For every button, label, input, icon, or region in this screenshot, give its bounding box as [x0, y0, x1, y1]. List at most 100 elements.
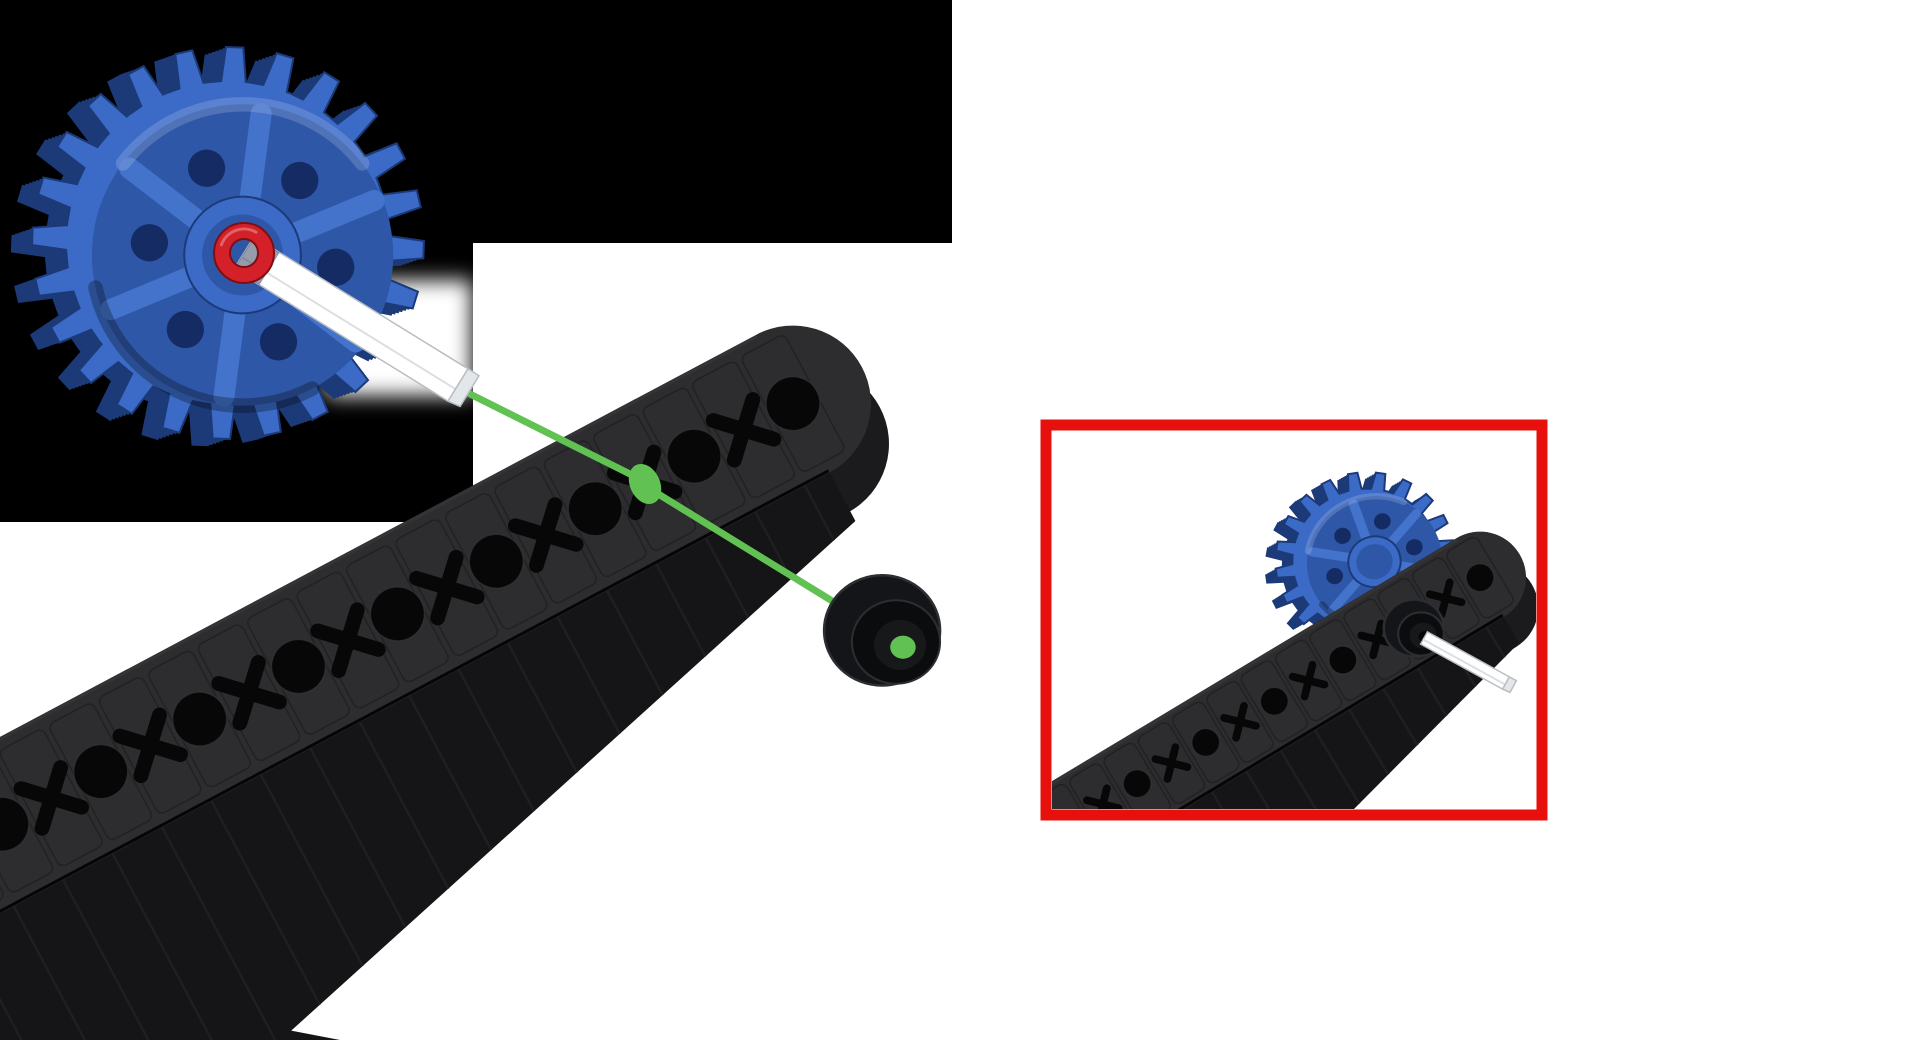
- bushing-ring: [212, 222, 276, 284]
- beam-hole-rim: [912, 888, 950, 926]
- beam-cell-groove: [862, 885, 933, 970]
- gear-spoke: [1328, 573, 1365, 615]
- inset-scene: [739, 471, 1536, 1040]
- beam-round-hole: [1191, 728, 1220, 757]
- beam-side-rib: [972, 936, 1068, 1040]
- beam-cell-groove: [1206, 680, 1274, 763]
- beam-x-hole: [957, 866, 974, 907]
- beam-x-hole: [808, 960, 849, 977]
- beam-x-hole: [739, 1002, 780, 1019]
- beam-x-hole-center: [1235, 717, 1245, 727]
- beam-side-rib: [1416, 667, 1448, 717]
- beam-hole-rim: [765, 375, 821, 432]
- beam-side-rib: [309, 747, 407, 928]
- beam-hole-rim: [844, 929, 882, 967]
- gear-hub-inner: [1356, 544, 1393, 580]
- beam-side-rib: [111, 853, 236, 1040]
- beam-side-rib: [507, 642, 579, 774]
- beam-side-rib: [655, 563, 707, 658]
- beam-hole-rim: [270, 638, 327, 695]
- beam-hole-rim: [0, 796, 30, 852]
- collar-center-highlight: [890, 635, 916, 659]
- beam-x-hole-center: [537, 526, 554, 544]
- beam-side-rib: [803, 484, 836, 541]
- gear-highlight: [1304, 493, 1408, 555]
- gear-spoke: [276, 189, 385, 247]
- beam-round-hole: [0, 797, 29, 852]
- beam-cell-groove: [793, 926, 864, 1011]
- beam-x-hole: [945, 878, 986, 895]
- beam-side-rib: [1041, 895, 1127, 1038]
- gear-spoke: [238, 103, 272, 218]
- beam-cell-groove: [98, 676, 202, 814]
- beam-hole-rim: [468, 533, 525, 590]
- gear-face-hole: [1326, 568, 1344, 585]
- shaft-tip-face: [446, 367, 481, 408]
- beam-cell-groove: [296, 571, 400, 709]
- beam-side-rib: [1211, 791, 1274, 809]
- beam-x-hole-center: [960, 881, 972, 893]
- gear-spoke: [1348, 499, 1373, 547]
- beam-side-rib: [835, 1019, 952, 1040]
- beam-hole-rim: [1465, 562, 1495, 593]
- beam-cell-groove: [494, 466, 598, 604]
- beam-round-hole: [1260, 687, 1289, 716]
- beam-x-hole-center: [1098, 800, 1108, 809]
- beam-x-hole-center: [823, 963, 835, 975]
- beam-side-rib: [1144, 833, 1214, 950]
- beam-side-rib: [1109, 854, 1184, 979]
- beam-cell-groove: [896, 865, 967, 950]
- beam-side-face: [0, 472, 856, 1040]
- beam-cell-groove: [1069, 763, 1137, 809]
- beam-side-rib: [1007, 916, 1098, 1040]
- beam-side-rib: [1314, 729, 1361, 805]
- beam-x-hole: [751, 990, 768, 1031]
- beam-cell-groove: [827, 906, 898, 991]
- beam-cell-groove: [930, 844, 1001, 929]
- beam-x-hole-center: [1029, 840, 1041, 852]
- gear-spoke: [1383, 509, 1421, 550]
- beam-round-hole: [172, 692, 227, 747]
- beam-x-hole: [888, 907, 905, 948]
- beam-cell-groove: [1274, 639, 1343, 722]
- beam-x-hole-center: [1167, 758, 1176, 768]
- beam-hole-rim: [171, 691, 228, 747]
- result-preview-inset: [739, 419, 1548, 1040]
- target-hole-highlight: [628, 463, 662, 505]
- beam-cell-groove: [1446, 536, 1514, 619]
- beam-round-hole: [765, 376, 820, 431]
- gear-spoke: [1306, 547, 1358, 563]
- gear-face-hole: [1373, 513, 1391, 530]
- beam-cell-groove: [197, 624, 301, 762]
- beam-hole-rim: [369, 586, 426, 642]
- gear-highlight: [115, 97, 370, 171]
- beam-side-rib: [605, 590, 664, 696]
- beam-side-rib: [457, 669, 536, 812]
- beam-cell-groove: [1172, 701, 1240, 784]
- beam-bottom-edge: [0, 469, 830, 1040]
- beam-side-rib: [1245, 770, 1303, 809]
- beam-x-hole-center: [891, 922, 903, 934]
- beam-round-hole: [844, 929, 882, 967]
- beam-x-hole: [1014, 837, 1055, 854]
- beam-side-rib: [160, 826, 279, 1040]
- beam-round-hole: [73, 744, 128, 799]
- beam-round-hole: [1123, 769, 1152, 798]
- gear-face-hole: [259, 323, 298, 361]
- beam-x-hole-center: [1304, 676, 1313, 685]
- beam-side-rib: [1485, 626, 1506, 659]
- beam-hole-rim: [1190, 727, 1221, 758]
- beam-hole-rim: [1122, 768, 1152, 799]
- beam-cell-groove: [1309, 619, 1377, 701]
- beam-cell-groove: [1240, 660, 1309, 743]
- beam-cell-groove: [1137, 722, 1206, 804]
- beam-side-rib: [358, 721, 450, 890]
- beam-cell-groove: [1103, 742, 1171, 809]
- beam-x-hole-center: [240, 684, 258, 701]
- beam-top-edge: [0, 335, 758, 1021]
- beam-side-rib: [904, 978, 1011, 1040]
- beam-x-hole-center: [438, 579, 455, 596]
- beam-side-rib: [210, 800, 321, 1006]
- beam-side-rib: [704, 537, 750, 619]
- gear-face-hole: [130, 224, 169, 262]
